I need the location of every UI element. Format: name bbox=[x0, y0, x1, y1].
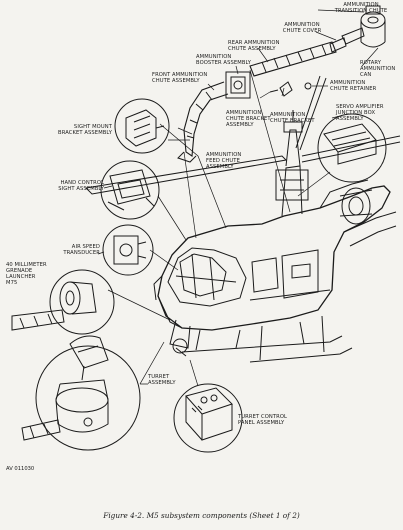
callout-sight-mount-bracket bbox=[114, 98, 170, 154]
label-turret-assembly: TURRET ASSEMBLY bbox=[148, 374, 176, 386]
callout-turret-assembly bbox=[21, 335, 141, 451]
helicopter-fuselage bbox=[84, 75, 401, 363]
label-air-speed-transducer: AIR SPEED TRANSDUCER bbox=[63, 244, 100, 256]
label-ammunition-chute-bracket-assembly: AMMUNITION CHUTE BRACKET ASSEMBLY bbox=[226, 110, 271, 128]
label-ammunition-transition-chute: AMMUNITION TRANSITION CHUTE bbox=[334, 2, 388, 14]
label-rotary-ammunition-can: ROTARY AMMUNITION CAN bbox=[360, 60, 396, 78]
label-ammunition-feed-chute-assembly: AMMUNITION FEED CHUTE ASSEMBLY bbox=[206, 152, 242, 170]
label-sight-mount-bracket-assembly: SIGHT MOUNT BRACKET ASSEMBLY bbox=[58, 124, 112, 136]
callout-hand-control-sight bbox=[100, 160, 160, 220]
callout-turret-control-panel bbox=[173, 383, 243, 453]
callout-grenade-launcher bbox=[11, 269, 115, 335]
label-grenade-launcher: 40 MILLIMETER GRENADE LAUNCHER M75 bbox=[6, 262, 47, 286]
label-servo-amplifier-junction-box-assembly: SERVO AMPLIFIER JUNCTION BOX ASSEMBLY bbox=[336, 104, 384, 122]
label-hand-control-sight-assembly: HAND CONTROL SIGHT ASSEMBLY bbox=[58, 180, 104, 192]
leader-lines bbox=[97, 9, 379, 387]
label-ammunition-chute-cover: AMMUNITION CHUTE COVER bbox=[282, 22, 322, 34]
ammunition-chute-system bbox=[177, 5, 386, 163]
figure-caption: Figure 4-2. M5 subsystem components (She… bbox=[103, 511, 300, 520]
callout-air-speed-transducer bbox=[102, 224, 154, 276]
drawing-code: AV 011030 bbox=[6, 466, 35, 472]
label-ammunition-chute-retainer: AMMUNITION CHUTE RETAINER bbox=[330, 80, 377, 92]
callout-servo-junction-box bbox=[317, 113, 387, 183]
label-ammunition-booster-assembly: AMMUNITION BOOSTER ASSEMBLY bbox=[196, 54, 252, 66]
label-turret-control-panel-assembly: TURRET CONTROL PANEL ASSEMBLY bbox=[238, 414, 288, 426]
label-front-ammunition-chute-assembly: FRONT AMMUNITION CHUTE ASSEMBLY bbox=[152, 72, 208, 84]
label-ammunition-chute-bracket: AMMUNITION CHUTE BRACKET bbox=[270, 112, 315, 124]
label-rear-ammunition-chute-assembly: REAR AMMUNITION CHUTE ASSEMBLY bbox=[228, 40, 280, 52]
